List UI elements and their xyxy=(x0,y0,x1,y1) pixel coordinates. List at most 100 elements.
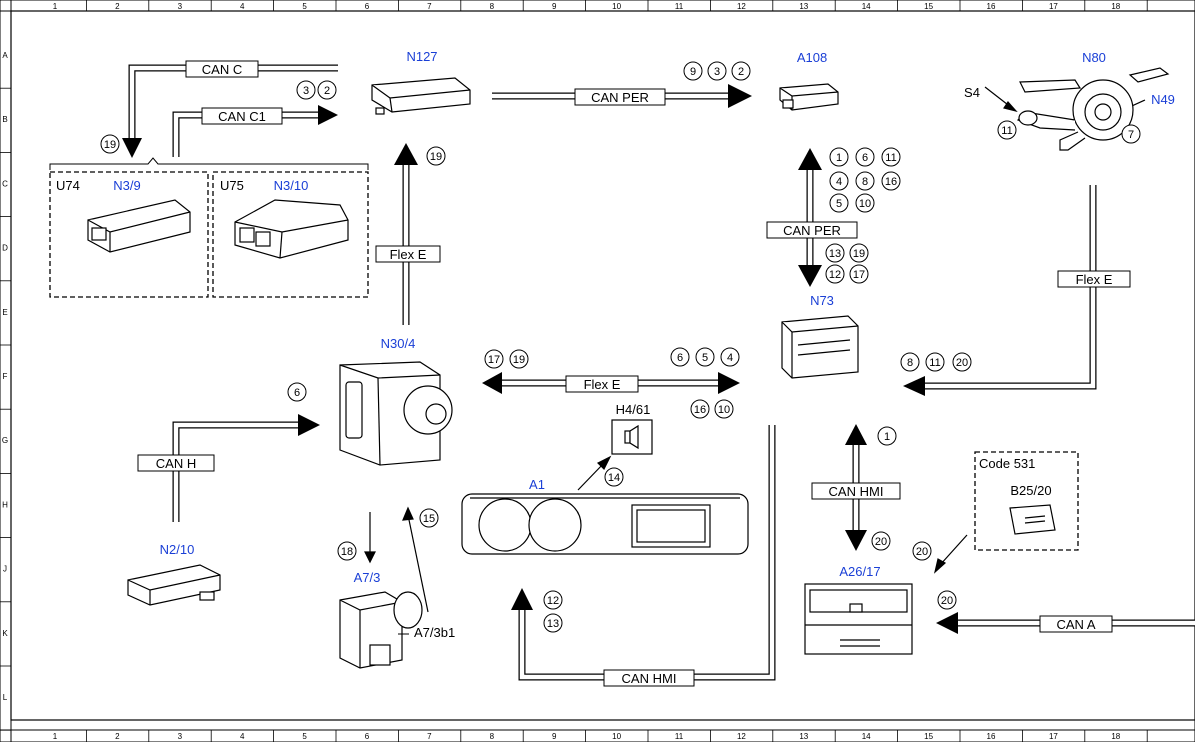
svg-text:3: 3 xyxy=(303,85,309,97)
svg-text:Flex E: Flex E xyxy=(1076,272,1113,287)
svg-text:12: 12 xyxy=(547,595,559,607)
ruler-col-label: 6 xyxy=(365,2,370,11)
svg-text:18: 18 xyxy=(341,546,353,558)
b25-20-sensor[interactable] xyxy=(1009,504,1056,535)
callout-c3: 3 xyxy=(296,80,316,100)
svg-text:19: 19 xyxy=(513,354,525,366)
svg-text:17: 17 xyxy=(488,354,500,366)
callout-c3b: 3 xyxy=(707,61,727,81)
callout-b12: 12 xyxy=(543,590,563,610)
n80-steering-column-module[interactable] xyxy=(1016,67,1170,151)
ruler-row-label: F xyxy=(3,372,8,381)
a108-label: A108 xyxy=(797,50,827,65)
ruler-col-label: 16 xyxy=(987,732,996,741)
ruler-row-label: L xyxy=(3,693,8,702)
ruler-col-label: 18 xyxy=(1111,2,1120,11)
callout-f6: 6 xyxy=(670,347,690,367)
svg-text:CAN A: CAN A xyxy=(1056,617,1095,632)
callout-c14: 14 xyxy=(604,467,624,487)
n3-10-label: N3/10 xyxy=(274,178,309,193)
a7-3-label: A7/3 xyxy=(354,570,381,585)
a1-instrument-cluster[interactable] xyxy=(461,493,749,555)
callout-p8: 8 xyxy=(855,171,875,191)
svg-text:11: 11 xyxy=(885,152,896,164)
svg-text:CAN H: CAN H xyxy=(156,456,196,471)
n49-label: N49 xyxy=(1151,92,1175,107)
h4-61-label: H4/61 xyxy=(616,402,651,417)
ruler-col-label: 17 xyxy=(1049,2,1058,11)
callout-f17: 17 xyxy=(484,349,504,369)
callout-c19a: 19 xyxy=(100,134,120,154)
callout-c9: 9 xyxy=(683,61,703,81)
ruler-col-label: 4 xyxy=(240,732,245,741)
a26-17-label: A26/17 xyxy=(839,564,880,579)
callout-p11: 11 xyxy=(881,147,901,167)
svg-text:19: 19 xyxy=(430,151,442,163)
callout-p16: 16 xyxy=(881,171,901,191)
callout-c18: 18 xyxy=(337,541,357,561)
n80-label: N80 xyxy=(1082,50,1106,65)
a26-17-head-unit[interactable] xyxy=(804,583,913,655)
n127-module[interactable] xyxy=(371,77,471,115)
n3-9-ecu[interactable] xyxy=(87,199,191,253)
svg-text:CAN C1: CAN C1 xyxy=(218,109,266,124)
can-hmi-bottom-bus-label: CAN HMI xyxy=(603,669,695,687)
a108-module[interactable] xyxy=(779,83,839,111)
ruler-row-label: G xyxy=(2,436,8,445)
ruler-col-label: 15 xyxy=(924,2,933,11)
code531-label: Code 531 xyxy=(979,456,1035,471)
svg-text:8: 8 xyxy=(862,176,868,188)
callout-k20a: 20 xyxy=(912,541,932,561)
can-hmi-vertical-bus-label: CAN HMI xyxy=(811,482,901,500)
callout-h20: 20 xyxy=(871,531,891,551)
ruler-row-label: D xyxy=(2,244,8,253)
can-h-bus-label: CAN H xyxy=(137,454,215,472)
ruler-col-label: 13 xyxy=(799,732,808,741)
b25-20-label: B25/20 xyxy=(1010,483,1051,498)
n127-label: N127 xyxy=(406,49,437,64)
callout-e20: 20 xyxy=(952,352,972,372)
svg-text:CAN PER: CAN PER xyxy=(591,90,649,105)
n73-module[interactable] xyxy=(781,315,859,379)
bus-lines xyxy=(128,64,1195,681)
svg-text:2: 2 xyxy=(324,85,330,97)
n30-4-esp-unit[interactable] xyxy=(339,361,453,466)
u75-label: U75 xyxy=(220,178,244,193)
ruler-col-label: 9 xyxy=(552,2,557,11)
can-a-bus-label: CAN A xyxy=(1039,615,1113,633)
callout-p1: 1 xyxy=(829,147,849,167)
svg-text:16: 16 xyxy=(694,404,706,416)
callout-p12: 12 xyxy=(825,264,845,284)
ruler-row-label: A xyxy=(2,51,8,60)
can-per-top-bus-label: CAN PER xyxy=(574,88,666,106)
callout-p5: 5 xyxy=(829,193,849,213)
n30-4-label: N30/4 xyxy=(381,336,416,351)
svg-text:20: 20 xyxy=(916,546,928,558)
ruler-col-label: 10 xyxy=(612,732,621,741)
can-per-vertical-bus-label: CAN PER xyxy=(766,221,858,239)
ruler-col-label: 13 xyxy=(799,2,808,11)
code531-box xyxy=(974,451,1079,551)
arrowheads xyxy=(122,84,958,634)
ruler-col-label: 5 xyxy=(302,732,307,741)
h4-61-speaker[interactable] xyxy=(611,419,653,455)
callout-p19: 19 xyxy=(849,243,869,263)
ruler-row-label: J xyxy=(3,565,7,574)
callout-p6: 6 xyxy=(855,147,875,167)
svg-text:11: 11 xyxy=(1001,125,1012,137)
callout-c2b: 2 xyxy=(731,61,751,81)
n3-9-label: N3/9 xyxy=(113,178,140,193)
ruler-col-label: 15 xyxy=(924,732,933,741)
callout-f5: 5 xyxy=(695,347,715,367)
callout-h1: 1 xyxy=(877,426,897,446)
svg-text:19: 19 xyxy=(104,139,116,151)
svg-text:4: 4 xyxy=(836,176,842,188)
n3-10-ecu[interactable] xyxy=(234,199,349,259)
callout-f19: 19 xyxy=(509,349,529,369)
callout-p17: 17 xyxy=(849,264,869,284)
ruler-col-label: 1 xyxy=(53,732,58,741)
a7-3-hydraulic-unit[interactable] xyxy=(339,591,423,669)
n2-10-module[interactable] xyxy=(127,564,221,606)
